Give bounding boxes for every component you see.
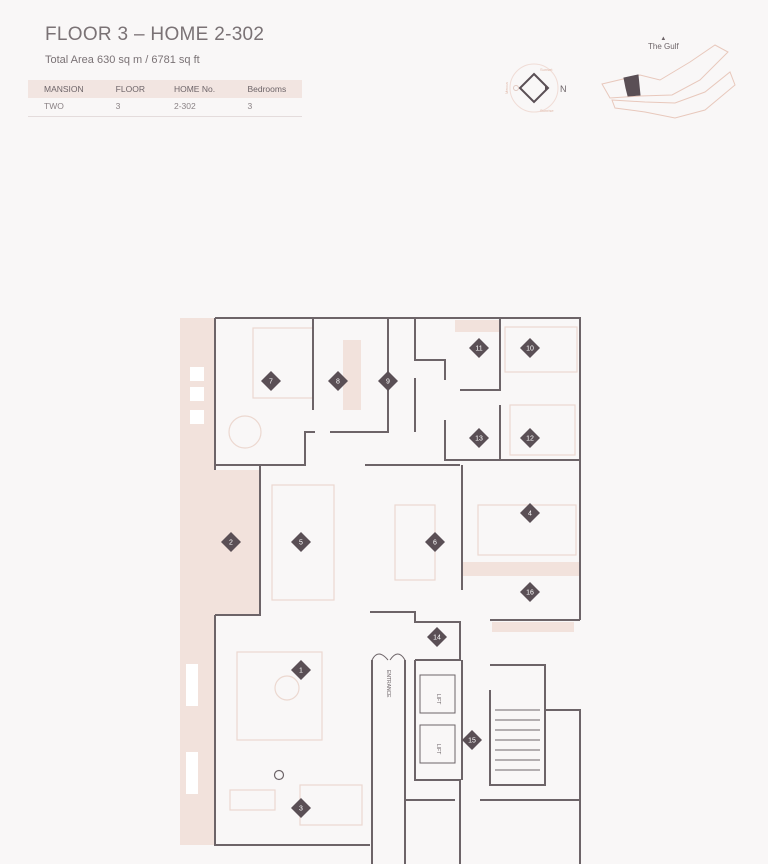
- room-number: 1: [299, 668, 303, 675]
- room-marker-10: 10: [520, 338, 540, 358]
- room-number: 7: [269, 379, 273, 386]
- room-number: 14: [433, 635, 441, 642]
- room-marker-14: 14: [427, 627, 447, 647]
- room-number: 6: [433, 540, 437, 547]
- page-title: FLOOR 3 – HOME 2-302: [45, 24, 265, 45]
- room-number: 10: [526, 346, 534, 353]
- entrance-label: ENTRANCE: [385, 670, 391, 698]
- room-marker-12: 12: [520, 428, 540, 448]
- key-plan-map: [601, 44, 736, 119]
- sunrise-label: Sunrise: [540, 108, 554, 113]
- room-number: 15: [468, 738, 476, 745]
- cell-home: 2-302: [157, 98, 232, 117]
- room-number: 13: [475, 436, 483, 443]
- room-number: 2: [229, 540, 233, 547]
- gulf-label: ▲The Gulf: [648, 36, 679, 51]
- cell-floor: 3: [99, 98, 158, 117]
- col-floor: FLOOR: [99, 80, 158, 98]
- room-marker-11: 11: [469, 338, 489, 358]
- room-number: 9: [386, 379, 390, 386]
- room-marker-13: 13: [469, 428, 489, 448]
- room-marker-8: 8: [328, 371, 348, 391]
- room-marker-5: 5: [291, 532, 311, 552]
- room-number: 4: [528, 511, 532, 518]
- compass: N Sunset Sunrise Mecca: [504, 63, 567, 113]
- mecca-label: Mecca: [504, 81, 509, 94]
- col-mansion: MANSION: [28, 80, 100, 98]
- room-number: 16: [526, 590, 534, 597]
- room-marker-2: 2: [221, 532, 241, 552]
- lift-label: LIFT: [435, 694, 441, 704]
- lifts: [371, 653, 540, 771]
- room-marker-4: 4: [520, 503, 540, 523]
- room-number: 3: [299, 806, 303, 813]
- room-number: 5: [299, 540, 303, 547]
- col-bedrooms: Bedrooms: [231, 80, 302, 98]
- lift-label: LIFT: [435, 744, 441, 754]
- cell-mansion: TWO: [28, 98, 100, 117]
- room-marker-3: 3: [291, 798, 311, 818]
- room-marker-16: 16: [520, 582, 540, 602]
- room-marker-9: 9: [378, 371, 398, 391]
- total-area: Total Area 630 sq m / 6781 sq ft: [45, 54, 200, 66]
- north-label: N: [560, 84, 567, 94]
- room-marker-15: 15: [462, 730, 482, 750]
- room-marker-1: 1: [291, 660, 311, 680]
- sunset-label: Sunset: [540, 67, 553, 72]
- room-marker-7: 7: [261, 371, 281, 391]
- room-number: 12: [526, 436, 534, 443]
- cell-bedrooms: 3: [231, 98, 302, 117]
- room-number: 8: [336, 379, 340, 386]
- room-marker-6: 6: [425, 532, 445, 552]
- col-home: HOME No.: [157, 80, 232, 98]
- walls: [214, 317, 581, 864]
- room-number: 11: [475, 346, 482, 353]
